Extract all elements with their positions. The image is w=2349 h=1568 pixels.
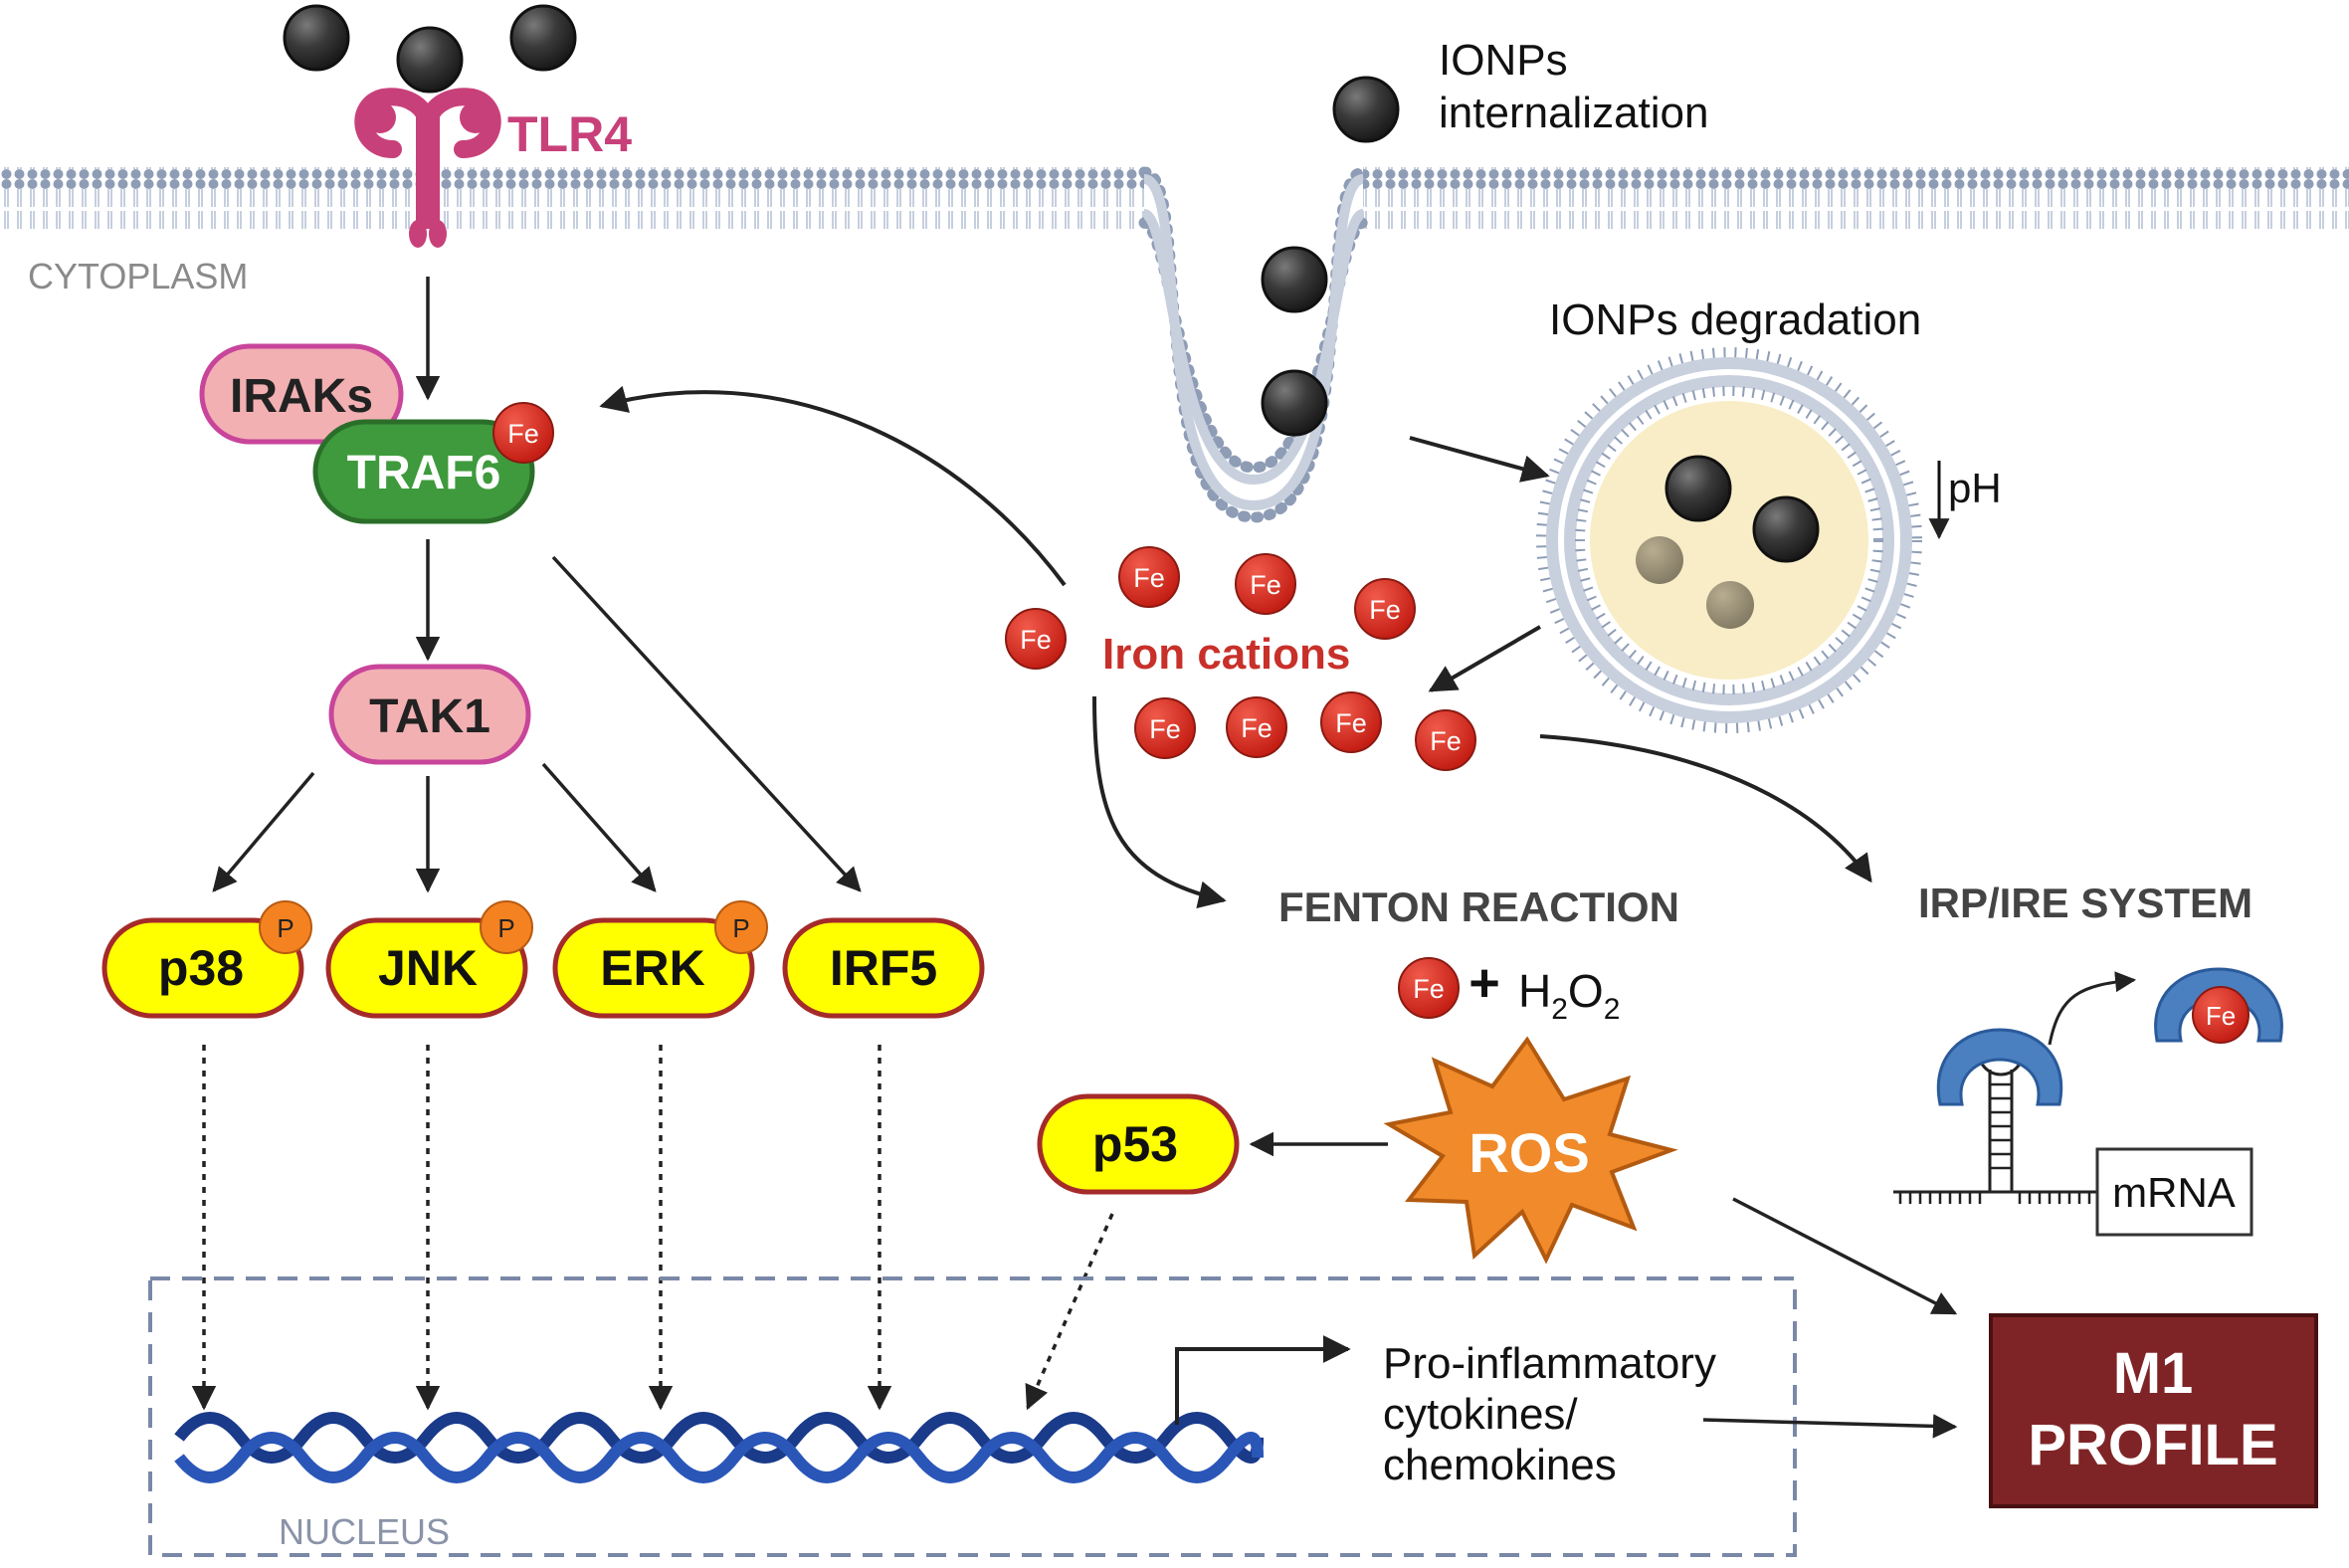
tak1-node: TAK1 [328, 664, 531, 765]
tlr4-receptor-icon [354, 88, 501, 248]
arrow-traf6-to-irf5 [551, 555, 862, 892]
phospho-icon [480, 900, 533, 954]
ionps-internalization-line1: IONPs [1439, 36, 1568, 85]
iron-ion: Fe [1118, 546, 1180, 608]
lysosome [1536, 347, 1922, 733]
p38-node: p38 P [101, 900, 312, 1019]
iron-ion: Fe [1235, 553, 1296, 615]
iron-ion: Fe [1354, 578, 1416, 640]
svg-text:IRF5: IRF5 [830, 940, 937, 996]
arrow-iron-to-fenton [1092, 695, 1227, 909]
svg-text:P: P [497, 913, 514, 943]
irp-ire-system-label: IRP/IRE SYSTEM [1918, 880, 2252, 926]
nucleus-boundary [148, 1276, 1797, 1557]
p53-node: p53 [1037, 1093, 1240, 1195]
iron-ion [2192, 986, 2250, 1044]
svg-text:P: P [732, 913, 749, 943]
phospho-icon [259, 900, 312, 954]
jnk-node: JNK P [325, 900, 533, 1019]
svg-text:Fe: Fe [1413, 974, 1445, 1004]
svg-text:Fe: Fe [1241, 713, 1272, 743]
svg-text:Fe: Fe [1149, 714, 1181, 744]
svg-text:Fe: Fe [1335, 708, 1367, 738]
ionps-internalization-line2: internalization [1439, 89, 1709, 137]
arrow-tak1-to-erk [541, 762, 657, 892]
dna-double-helix [174, 1412, 1265, 1483]
iron-cations-cluster: Fe Fe Fe Fe Fe Fe Fe Fe [1005, 546, 1476, 771]
tlr4-label: TLR4 [507, 106, 632, 162]
svg-text:Fe: Fe [1133, 563, 1165, 593]
phospho-icon [714, 900, 768, 954]
svg-text:Fe: Fe [2206, 1001, 2236, 1031]
iron-ion [492, 402, 554, 464]
ros-burst: ROS [1383, 1036, 1678, 1265]
svg-text:P: P [277, 913, 294, 943]
traf6-node: TRAF6 Fe [312, 402, 554, 524]
svg-text:Fe: Fe [1020, 625, 1052, 655]
svg-text:Fe: Fe [507, 419, 539, 449]
erk-node: ERK P [552, 900, 768, 1019]
irf5-node: IRF5 [782, 917, 985, 1019]
nanoparticle [1261, 369, 1328, 437]
irp-ire-illustration: Fe mRNA [1893, 967, 2283, 1237]
extracellular-nanoparticles [283, 4, 577, 94]
svg-text:JNK: JNK [378, 940, 478, 996]
nanoparticle [509, 4, 577, 72]
fenton-reaction-label: FENTON REACTION [1278, 883, 1679, 930]
degrading-nanoparticle [1636, 536, 1683, 584]
output-line3: chemokines [1383, 1441, 1617, 1489]
output-line2: cytokines/ [1383, 1390, 1578, 1439]
svg-text:p38: p38 [158, 940, 244, 996]
m1-line2: PROFILE [2028, 1413, 2277, 1477]
iron-ion: Fe [1226, 696, 1287, 758]
ph-label: pH [1948, 465, 2002, 511]
iron-ion: Fe [1415, 709, 1476, 771]
iron-ion: Fe [1005, 608, 1067, 670]
iron-ion: Fe [1134, 697, 1196, 759]
fenton-iron-ion: Fe [1398, 957, 1460, 1019]
svg-text:TAK1: TAK1 [369, 690, 490, 743]
svg-text:p53: p53 [1092, 1116, 1178, 1172]
iron-ion: Fe [1320, 691, 1382, 753]
svg-text:Fe: Fe [1250, 570, 1281, 600]
dotted-arrow-p53-to-dna [1025, 1213, 1114, 1411]
svg-text:TRAF6: TRAF6 [347, 447, 501, 499]
nanoparticle [1261, 246, 1328, 313]
arrow-internalization-to-lysosome [1409, 436, 1550, 483]
mrna-label: mRNA [2112, 1169, 2236, 1216]
transcription-arrow [1175, 1335, 1351, 1425]
arrow-ros-to-m1 [1732, 1197, 1958, 1315]
svg-text:ROS: ROS [1468, 1121, 1589, 1184]
plus-sign: + [1468, 953, 1500, 1013]
svg-text:Fe: Fe [1369, 595, 1401, 625]
arrow-lysosome-to-iron [1428, 625, 1542, 692]
arrow-cytokines-to-m1 [1702, 1414, 1958, 1439]
output-line1: Pro-inflammatory [1383, 1339, 1716, 1388]
m1-line1: M1 [2113, 1341, 2194, 1406]
svg-text:ERK: ERK [600, 940, 705, 996]
nanoparticle [1664, 455, 1732, 522]
ionps-degradation-label: IONPs degradation [1549, 295, 1921, 344]
nanoparticle [1752, 495, 1820, 563]
nanoparticle [1332, 76, 1400, 143]
arrow-iron-to-traf6 [599, 385, 1067, 587]
degrading-nanoparticle [1706, 581, 1754, 629]
m1-profile-box: M1 PROFILE [1989, 1313, 2318, 1508]
nanoparticle [396, 26, 464, 94]
h2o2-formula: H2O2 [1518, 965, 1620, 1026]
nucleus-label: NUCLEUS [279, 1511, 450, 1552]
cell-membrane [0, 166, 2349, 523]
arrow-iron-to-irp [1539, 734, 1872, 883]
svg-text:Fe: Fe [1430, 726, 1462, 756]
iron-cations-label: Iron cations [1102, 630, 1350, 679]
nanoparticle [283, 4, 350, 72]
svg-text:IRAKs: IRAKs [230, 370, 373, 423]
cytoplasm-label: CYTOPLASM [28, 256, 248, 296]
irak-node: IRAKs [199, 343, 404, 445]
arrow-tak1-to-p38 [212, 771, 315, 892]
